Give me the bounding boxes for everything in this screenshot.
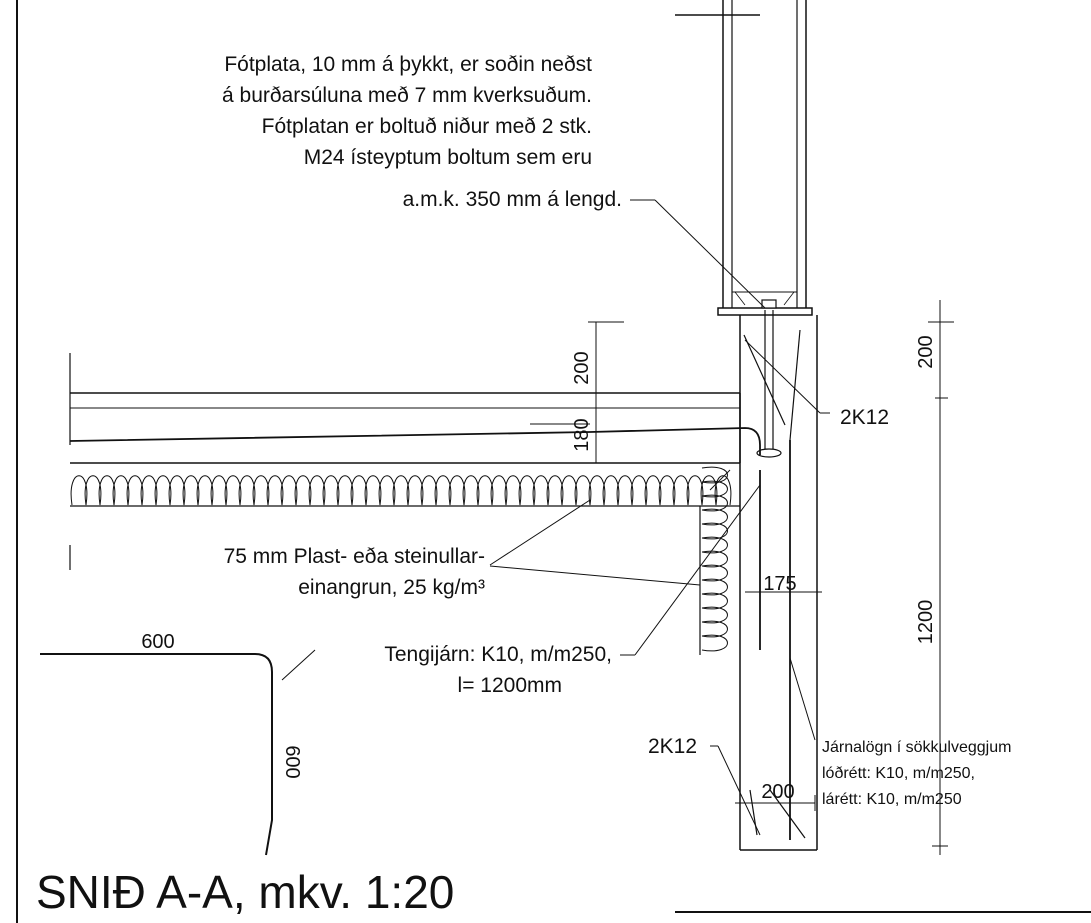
dowel-note: Tengijárn: K10, m/m250, l= 1200mm bbox=[384, 643, 612, 697]
dowel-note-line: l= 1200mm bbox=[458, 674, 562, 697]
dowel-note-line: Tengijárn: K10, m/m250, bbox=[384, 643, 612, 666]
reinforcement-note-line: Járnalögn í sökkulveggjum bbox=[822, 739, 1011, 756]
dim-bar-horizontal: 600 bbox=[141, 631, 174, 653]
insulation-horizontal bbox=[70, 475, 740, 507]
reinforcement-note-line: lóðrétt: K10, m/m250, bbox=[822, 765, 975, 782]
insulation-note-line: einangrun, 25 kg/m³ bbox=[298, 576, 485, 599]
insulation-note-line: 75 mm Plast- eða steinullar- bbox=[224, 545, 485, 568]
dim-slab-upper: 200 bbox=[571, 351, 593, 384]
floor-slab bbox=[69, 353, 761, 570]
dim-wall-offset: 175 bbox=[763, 573, 796, 595]
footplate-note-line: á burðarsúluna með 7 mm kverksuðum. bbox=[222, 84, 592, 107]
steel-column bbox=[722, 0, 807, 310]
dim-right-height: 1200 bbox=[915, 600, 937, 645]
dim-right-top: 200 bbox=[915, 335, 937, 368]
dim-slab-thickness: 180 bbox=[571, 418, 593, 451]
footplate-note-line: a.m.k. 350 mm á lengd. bbox=[403, 188, 622, 211]
reinforcement-note-line: lárétt: K10, m/m250 bbox=[822, 791, 962, 808]
dowel-bar-detail bbox=[40, 653, 273, 856]
footplate-note-line: M24 ísteyptum boltum sem eru bbox=[304, 146, 592, 169]
footplate-note-line: Fótplatan er boltuð niður með 2 stk. bbox=[262, 115, 592, 138]
sheet-frame bbox=[16, 0, 1091, 923]
rebar-label-top: 2K12 bbox=[840, 406, 889, 429]
insulation-vertical bbox=[699, 466, 728, 655]
reinforcement-note: Járnalögn í sökkulveggjum lóðrétt: K10, … bbox=[822, 739, 1011, 808]
dim-wall-width: 200 bbox=[761, 781, 794, 803]
footplate-note: Fótplata, 10 mm á þykkt, er soðin neðst … bbox=[222, 53, 622, 211]
dimension-lines bbox=[588, 300, 954, 855]
dim-bar-vertical: 600 bbox=[281, 745, 303, 778]
footplate-note-line: Fótplata, 10 mm á þykkt, er soðin neðst bbox=[224, 53, 592, 76]
anchor-bolt bbox=[756, 299, 782, 458]
insulation-note: 75 mm Plast- eða steinullar- einangrun, … bbox=[224, 545, 485, 599]
rebar-label-bottom: 2K12 bbox=[648, 735, 697, 758]
drawing-title: SNIÐ A-A, mkv. 1:20 bbox=[36, 866, 454, 918]
leader-lines bbox=[281, 199, 830, 836]
